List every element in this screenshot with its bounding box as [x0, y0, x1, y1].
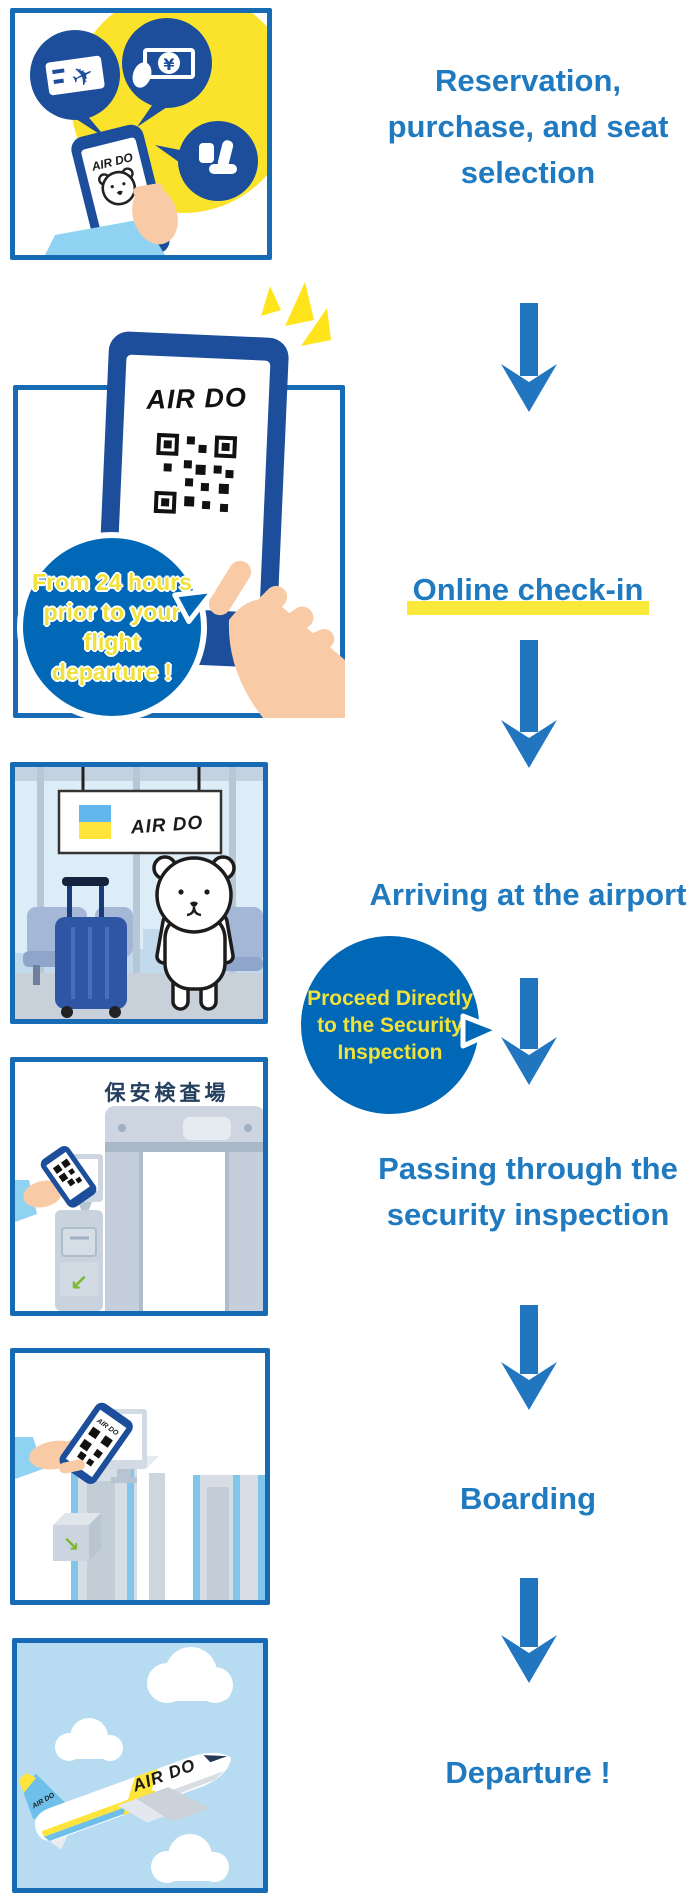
hand-with-phone: AIR DO	[15, 1402, 133, 1484]
airport-scene: AIR DO	[15, 767, 263, 1019]
brand-on-phone: AIR DO	[145, 382, 247, 415]
payment-icon: ¥	[122, 18, 212, 127]
airplane: AIR DO AIR DO	[18, 1752, 232, 1850]
online-checkin-highlight: Online check-in	[406, 567, 650, 615]
step-label-boarding: Boarding	[459, 1481, 597, 1516]
sparkle-icon	[261, 282, 331, 346]
hand-with-phone	[15, 1146, 97, 1222]
hand	[208, 560, 345, 718]
airdo-sign: AIR DO	[57, 767, 223, 855]
illustration-reservation: ✈ ¥	[10, 8, 272, 260]
security-scene: 保安検査場 ↙	[15, 1081, 263, 1311]
bear-mascot	[152, 855, 236, 1011]
illustration-arriving-airport: AIR DO	[10, 762, 268, 1024]
boarding-scene: ↘ AIR DO	[15, 1402, 265, 1600]
bear-face-icon	[98, 167, 137, 206]
callout-checkin-window: From 24 hours prior to your flight depar…	[17, 532, 216, 722]
flow-down-arrow-1	[501, 303, 557, 412]
flow-down-arrow-5	[501, 1578, 557, 1683]
step-label-online-checkin: Online check-in	[348, 521, 700, 615]
qr-code	[76, 1426, 113, 1467]
suitcase	[55, 877, 127, 1018]
green-arrow-icon: ↘	[63, 1532, 80, 1556]
illustration-security-inspection: 保安検査場 ↙	[10, 1057, 268, 1316]
gate-reader-box: ↘	[53, 1513, 101, 1561]
illustration-boarding: ↘ AIR DO	[10, 1348, 270, 1605]
flag-blue	[79, 805, 111, 822]
callout-proceed-security: Proceed Directly to the Security Inspect…	[295, 930, 502, 1120]
illustration-departure: AIR DO AIR DO	[12, 1638, 268, 1893]
departure-scene: AIR DO AIR DO	[17, 1643, 263, 1888]
reservation-scene: ✈ ¥	[30, 13, 267, 255]
seat-icon	[155, 121, 258, 201]
green-arrow-icon: ↙	[70, 1271, 88, 1296]
floor	[15, 973, 263, 1019]
brand-on-sign: AIR DO	[129, 812, 204, 838]
qr-code	[153, 432, 238, 514]
step-label-reservation: Reservation, purchase, and seat selectio…	[387, 63, 669, 190]
security-checkpoint-sign: 保安検査場	[104, 1081, 230, 1105]
bubble-tail	[460, 1013, 502, 1049]
callout-checkin-window-text: From 24 hours prior to your flight depar…	[32, 569, 192, 685]
callout-proceed-security-text: Proceed Directly to the Security Inspect…	[307, 986, 473, 1064]
step-label-departure: Departure !	[445, 1755, 611, 1790]
svg-text:¥: ¥	[163, 55, 174, 74]
clouds	[55, 1647, 233, 1883]
ticket-icon: ✈	[30, 30, 120, 139]
step-label-security: Passing through the security inspection	[378, 1151, 678, 1232]
step-label-arriving: Arriving at the airport	[369, 877, 687, 912]
flow-down-arrow-2	[501, 640, 557, 768]
flow-down-arrow-3	[501, 978, 557, 1085]
flow-down-arrow-4	[501, 1305, 557, 1410]
hand	[45, 183, 178, 255]
qr-code	[52, 1158, 83, 1187]
bubble-tail	[172, 587, 216, 625]
flag-yellow	[79, 822, 111, 839]
security-gate	[105, 1106, 263, 1311]
